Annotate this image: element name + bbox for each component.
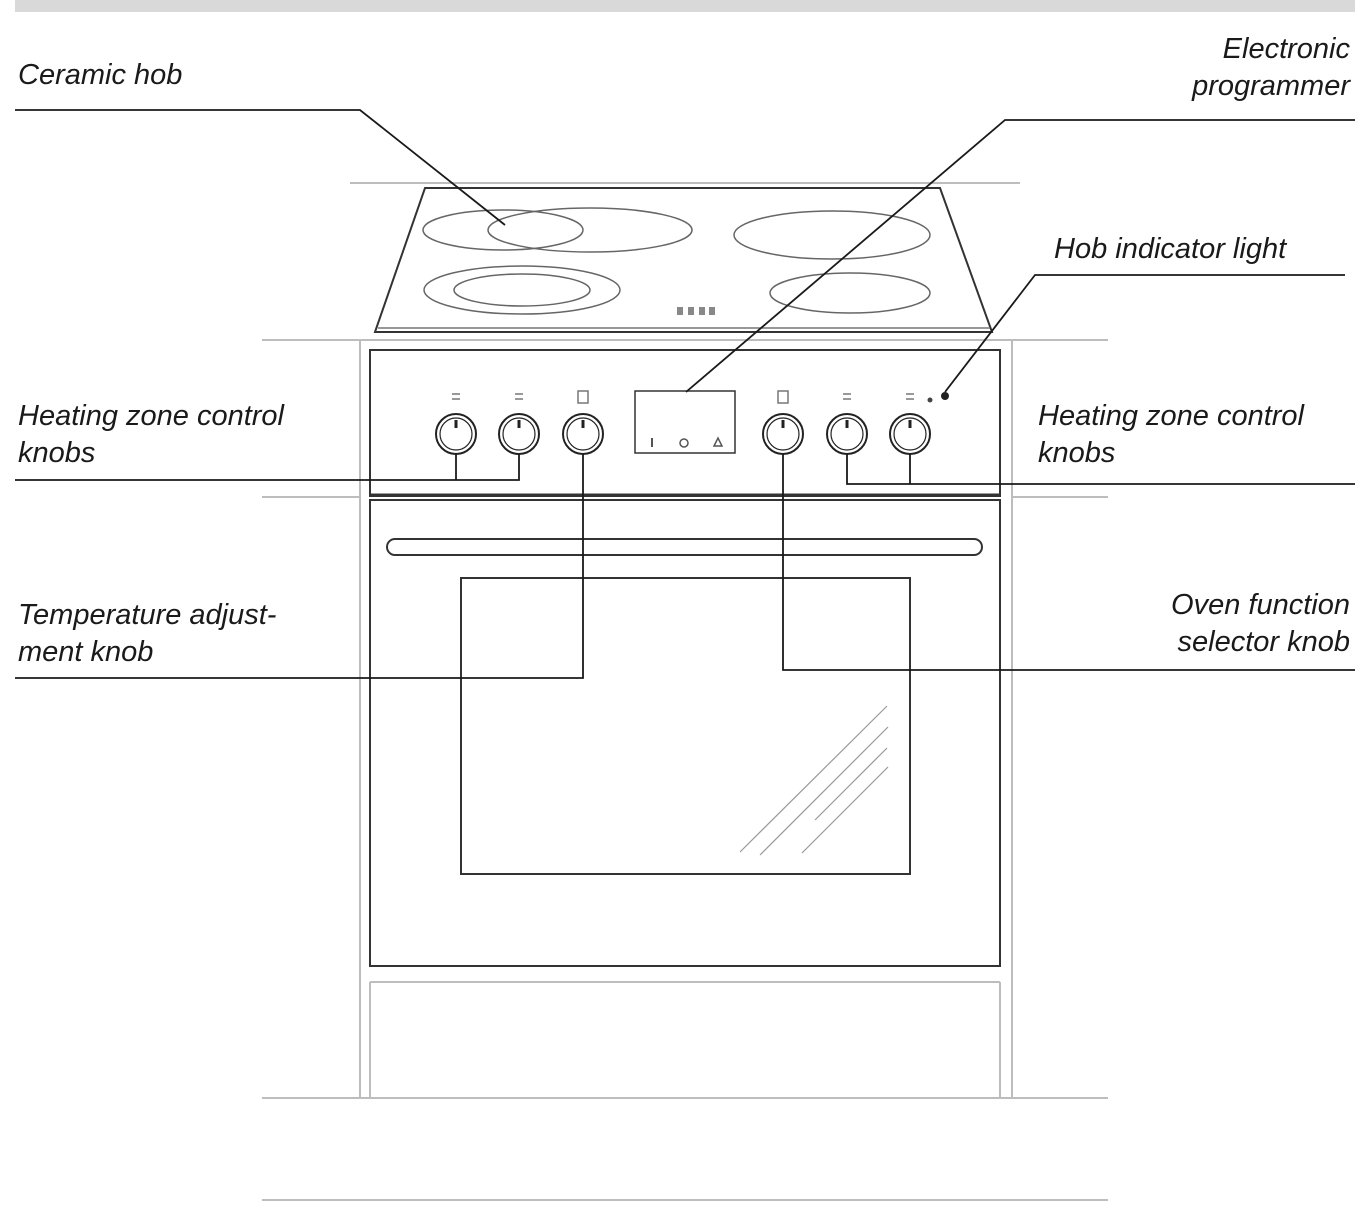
label-electronic-programmer-line1: Electronic <box>1222 33 1350 65</box>
label-ceramic-hob-text: Ceramic hob <box>18 59 183 91</box>
leader-electronic-programmer <box>685 119 1355 393</box>
glass-reflection <box>739 705 889 856</box>
zone-front-left-inner <box>453 273 591 307</box>
leader-temperature <box>15 454 584 679</box>
leader-heating-left <box>15 454 520 481</box>
knob-4-function <box>762 390 804 455</box>
label-oven-function-knob-line2: selector knob <box>1177 626 1351 658</box>
label-heating-zone-right-line1: Heating zone control <box>1038 400 1304 432</box>
label-electronic-programmer: Electronic programmer <box>1192 31 1350 105</box>
oven-door <box>369 499 1001 967</box>
control-panel <box>369 349 1001 497</box>
leader-oven-function <box>782 454 1355 671</box>
leader-lines <box>15 109 1355 679</box>
oven-handle <box>386 538 983 556</box>
leader-ceramic-hob <box>15 109 506 226</box>
zone-rear-left <box>422 209 584 251</box>
label-temperature-knob: Temperature adjust- ment knob <box>18 597 276 671</box>
zone-front-right <box>769 272 931 314</box>
knob-6 <box>889 393 931 455</box>
label-temperature-knob-line2: ment knob <box>18 636 154 668</box>
zone-rear-left-extended <box>487 207 693 253</box>
knob-1 <box>435 393 477 455</box>
hob-zones <box>422 207 931 315</box>
label-heating-zone-right: Heating zone control knobs <box>1038 398 1304 472</box>
label-oven-function-knob: Oven function selector knob <box>1171 587 1350 661</box>
knob-5 <box>826 393 868 455</box>
label-heating-zone-left-line1: Heating zone control <box>18 400 284 432</box>
hob-symbols <box>677 307 715 315</box>
top-bar <box>15 0 1355 12</box>
knob-3-temperature <box>562 390 604 455</box>
label-heating-zone-right-line2: knobs <box>1038 437 1116 469</box>
label-heating-zone-left-line2: knobs <box>18 437 96 469</box>
leader-hob-indicator <box>944 274 1345 393</box>
label-oven-function-knob-line1: Oven function <box>1171 589 1350 621</box>
zone-front-left-outer <box>423 265 621 315</box>
knob-2 <box>498 393 540 455</box>
zone-rear-right <box>733 210 931 260</box>
oven-window <box>460 577 911 875</box>
knobs <box>435 390 931 455</box>
hob-indicator-lights <box>927 392 949 403</box>
electronic-programmer <box>634 390 736 454</box>
label-hob-indicator-light-text: Hob indicator light <box>1054 233 1287 265</box>
label-ceramic-hob: Ceramic hob <box>18 57 182 94</box>
cabinet-lines <box>262 182 1108 1201</box>
label-temperature-knob-line1: Temperature adjust- <box>18 599 277 631</box>
leader-heating-right <box>846 454 1355 485</box>
label-heating-zone-left: Heating zone control knobs <box>18 398 284 472</box>
label-electronic-programmer-line2: programmer <box>1192 70 1350 102</box>
label-hob-indicator-light: Hob indicator light <box>1054 231 1286 268</box>
